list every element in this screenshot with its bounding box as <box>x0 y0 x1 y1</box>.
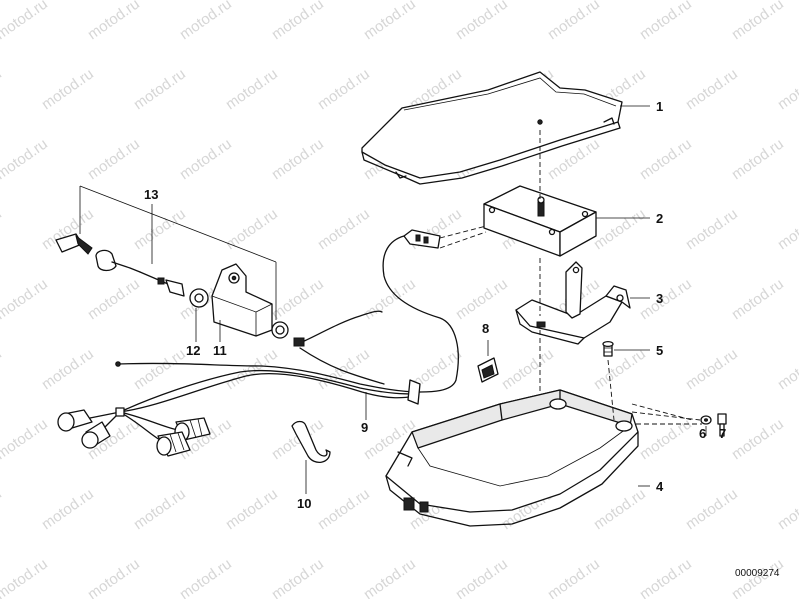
watermark-text: motod.ru <box>315 65 373 113</box>
callout-7: 7 <box>719 426 726 441</box>
watermark-text: motod.ru <box>637 275 695 323</box>
watermark-text: motod.ru <box>131 485 189 533</box>
watermark-text: motod.ru <box>0 345 5 393</box>
watermark-text: motod.ru <box>591 485 649 533</box>
part-8-cap[interactable] <box>477 357 499 383</box>
part-5-screw[interactable] <box>602 340 614 357</box>
watermark-text: motod.ru <box>131 345 189 393</box>
watermark-text: motod.ru <box>0 205 5 253</box>
watermark-text: motod.ru <box>0 415 51 463</box>
watermark-text: motod.ru <box>591 345 649 393</box>
watermark-text: motod.ru <box>223 345 281 393</box>
callout-labels: 1 2 3 4 5 6 7 8 9 10 11 12 13 <box>144 99 726 511</box>
watermark-text: motod.ru <box>177 555 235 599</box>
callout-1: 1 <box>656 99 663 114</box>
watermark-text: motod.ru <box>269 275 327 323</box>
callout-5: 5 <box>656 343 663 358</box>
watermark-text: motod.ru <box>223 65 281 113</box>
part-3-bracket[interactable] <box>515 261 631 345</box>
watermark-text: motod.ru <box>269 135 327 183</box>
watermark-text: motod.ru <box>361 275 419 323</box>
watermark-text: motod.ru <box>223 205 281 253</box>
watermark-text: motod.ru <box>637 0 695 43</box>
watermark-text: motod.ru <box>545 555 603 599</box>
watermark-text: motod.ru <box>269 0 327 43</box>
watermark-text: motod.ru <box>683 65 741 113</box>
watermark-text: motod.ru <box>85 275 143 323</box>
watermark-text: motod.ru <box>39 485 97 533</box>
watermark-text: motod.ru <box>545 0 603 43</box>
watermark-text: motod.ru <box>315 205 373 253</box>
part-4-housing[interactable] <box>385 389 639 527</box>
watermark-text: motod.ru <box>683 345 741 393</box>
watermark-text: motod.ru <box>453 0 511 43</box>
watermark-text: motod.ru <box>177 135 235 183</box>
callout-6: 6 <box>699 426 706 441</box>
watermark-text: motod.ru <box>85 555 143 599</box>
callout-3: 3 <box>656 291 663 306</box>
watermark-text: motod.ru <box>85 135 143 183</box>
watermark-text: motod.ru <box>729 415 787 463</box>
watermark-text: motod.ru <box>729 135 787 183</box>
part-9-wiring-harness[interactable] <box>57 310 421 457</box>
callout-2: 2 <box>656 211 663 226</box>
watermark-text: motod.ru <box>637 415 695 463</box>
watermark-text: motod.ru <box>131 205 189 253</box>
watermark-text: motod.ru <box>0 555 51 599</box>
watermark-text: motod.ru <box>775 205 799 253</box>
watermark-text: motod.ru <box>729 0 787 43</box>
watermark-text: motod.ru <box>683 485 741 533</box>
callout-11: 11 <box>213 343 227 358</box>
part-6-washer[interactable] <box>700 415 712 425</box>
watermark-text: motod.ru <box>637 555 695 599</box>
part-7-bolt[interactable] <box>717 413 727 437</box>
part-11-holder[interactable] <box>211 263 273 337</box>
part-1-cover[interactable] <box>361 71 623 185</box>
watermark-text: motod.ru <box>637 135 695 183</box>
callout-8: 8 <box>482 321 489 336</box>
callout-9: 9 <box>361 420 368 435</box>
watermark-text: motod.ru <box>0 65 5 113</box>
watermark-text: motod.ru <box>269 555 327 599</box>
watermark-text: motod.ru <box>0 135 51 183</box>
watermark-text: motod.ru <box>85 0 143 43</box>
watermark-text: motod.ru <box>315 485 373 533</box>
watermark-text: motod.ru <box>591 205 649 253</box>
watermark-text: motod.ru <box>453 555 511 599</box>
watermark-text: motod.ru <box>775 345 799 393</box>
watermark-text: motod.ru <box>775 65 799 113</box>
callout-13: 13 <box>144 187 158 202</box>
watermark-text: motod.ru <box>131 65 189 113</box>
callout-4: 4 <box>656 479 664 494</box>
watermark-text: motod.ru <box>0 0 51 43</box>
watermark-text: motod.ru <box>499 345 557 393</box>
reference-number: 00009274 <box>735 568 780 579</box>
watermark-text: motod.ru <box>683 205 741 253</box>
part-10-clip[interactable] <box>291 420 331 463</box>
watermark-text: motod.ru <box>361 0 419 43</box>
watermark-text: motod.ru <box>361 555 419 599</box>
part-13-ignition-set[interactable] <box>55 233 185 297</box>
part-12-grommet[interactable] <box>189 288 289 339</box>
watermark-text: motod.ru <box>177 0 235 43</box>
watermark-text: motod.ru <box>39 345 97 393</box>
leader-lines <box>79 105 707 494</box>
watermark-text: motod.ru <box>0 485 5 533</box>
watermark-text: motod.ru <box>775 485 799 533</box>
watermark-text: motod.ru <box>0 275 51 323</box>
watermark-text: motod.ru <box>729 275 787 323</box>
callout-12: 12 <box>186 343 200 358</box>
callout-10: 10 <box>297 496 311 511</box>
part-2-control-unit[interactable] <box>483 185 597 257</box>
watermark-text: motod.ru <box>223 485 281 533</box>
watermark-text: motod.ru <box>39 65 97 113</box>
watermark-text: motod.ru <box>453 275 511 323</box>
control-unit-wiring <box>382 225 487 393</box>
